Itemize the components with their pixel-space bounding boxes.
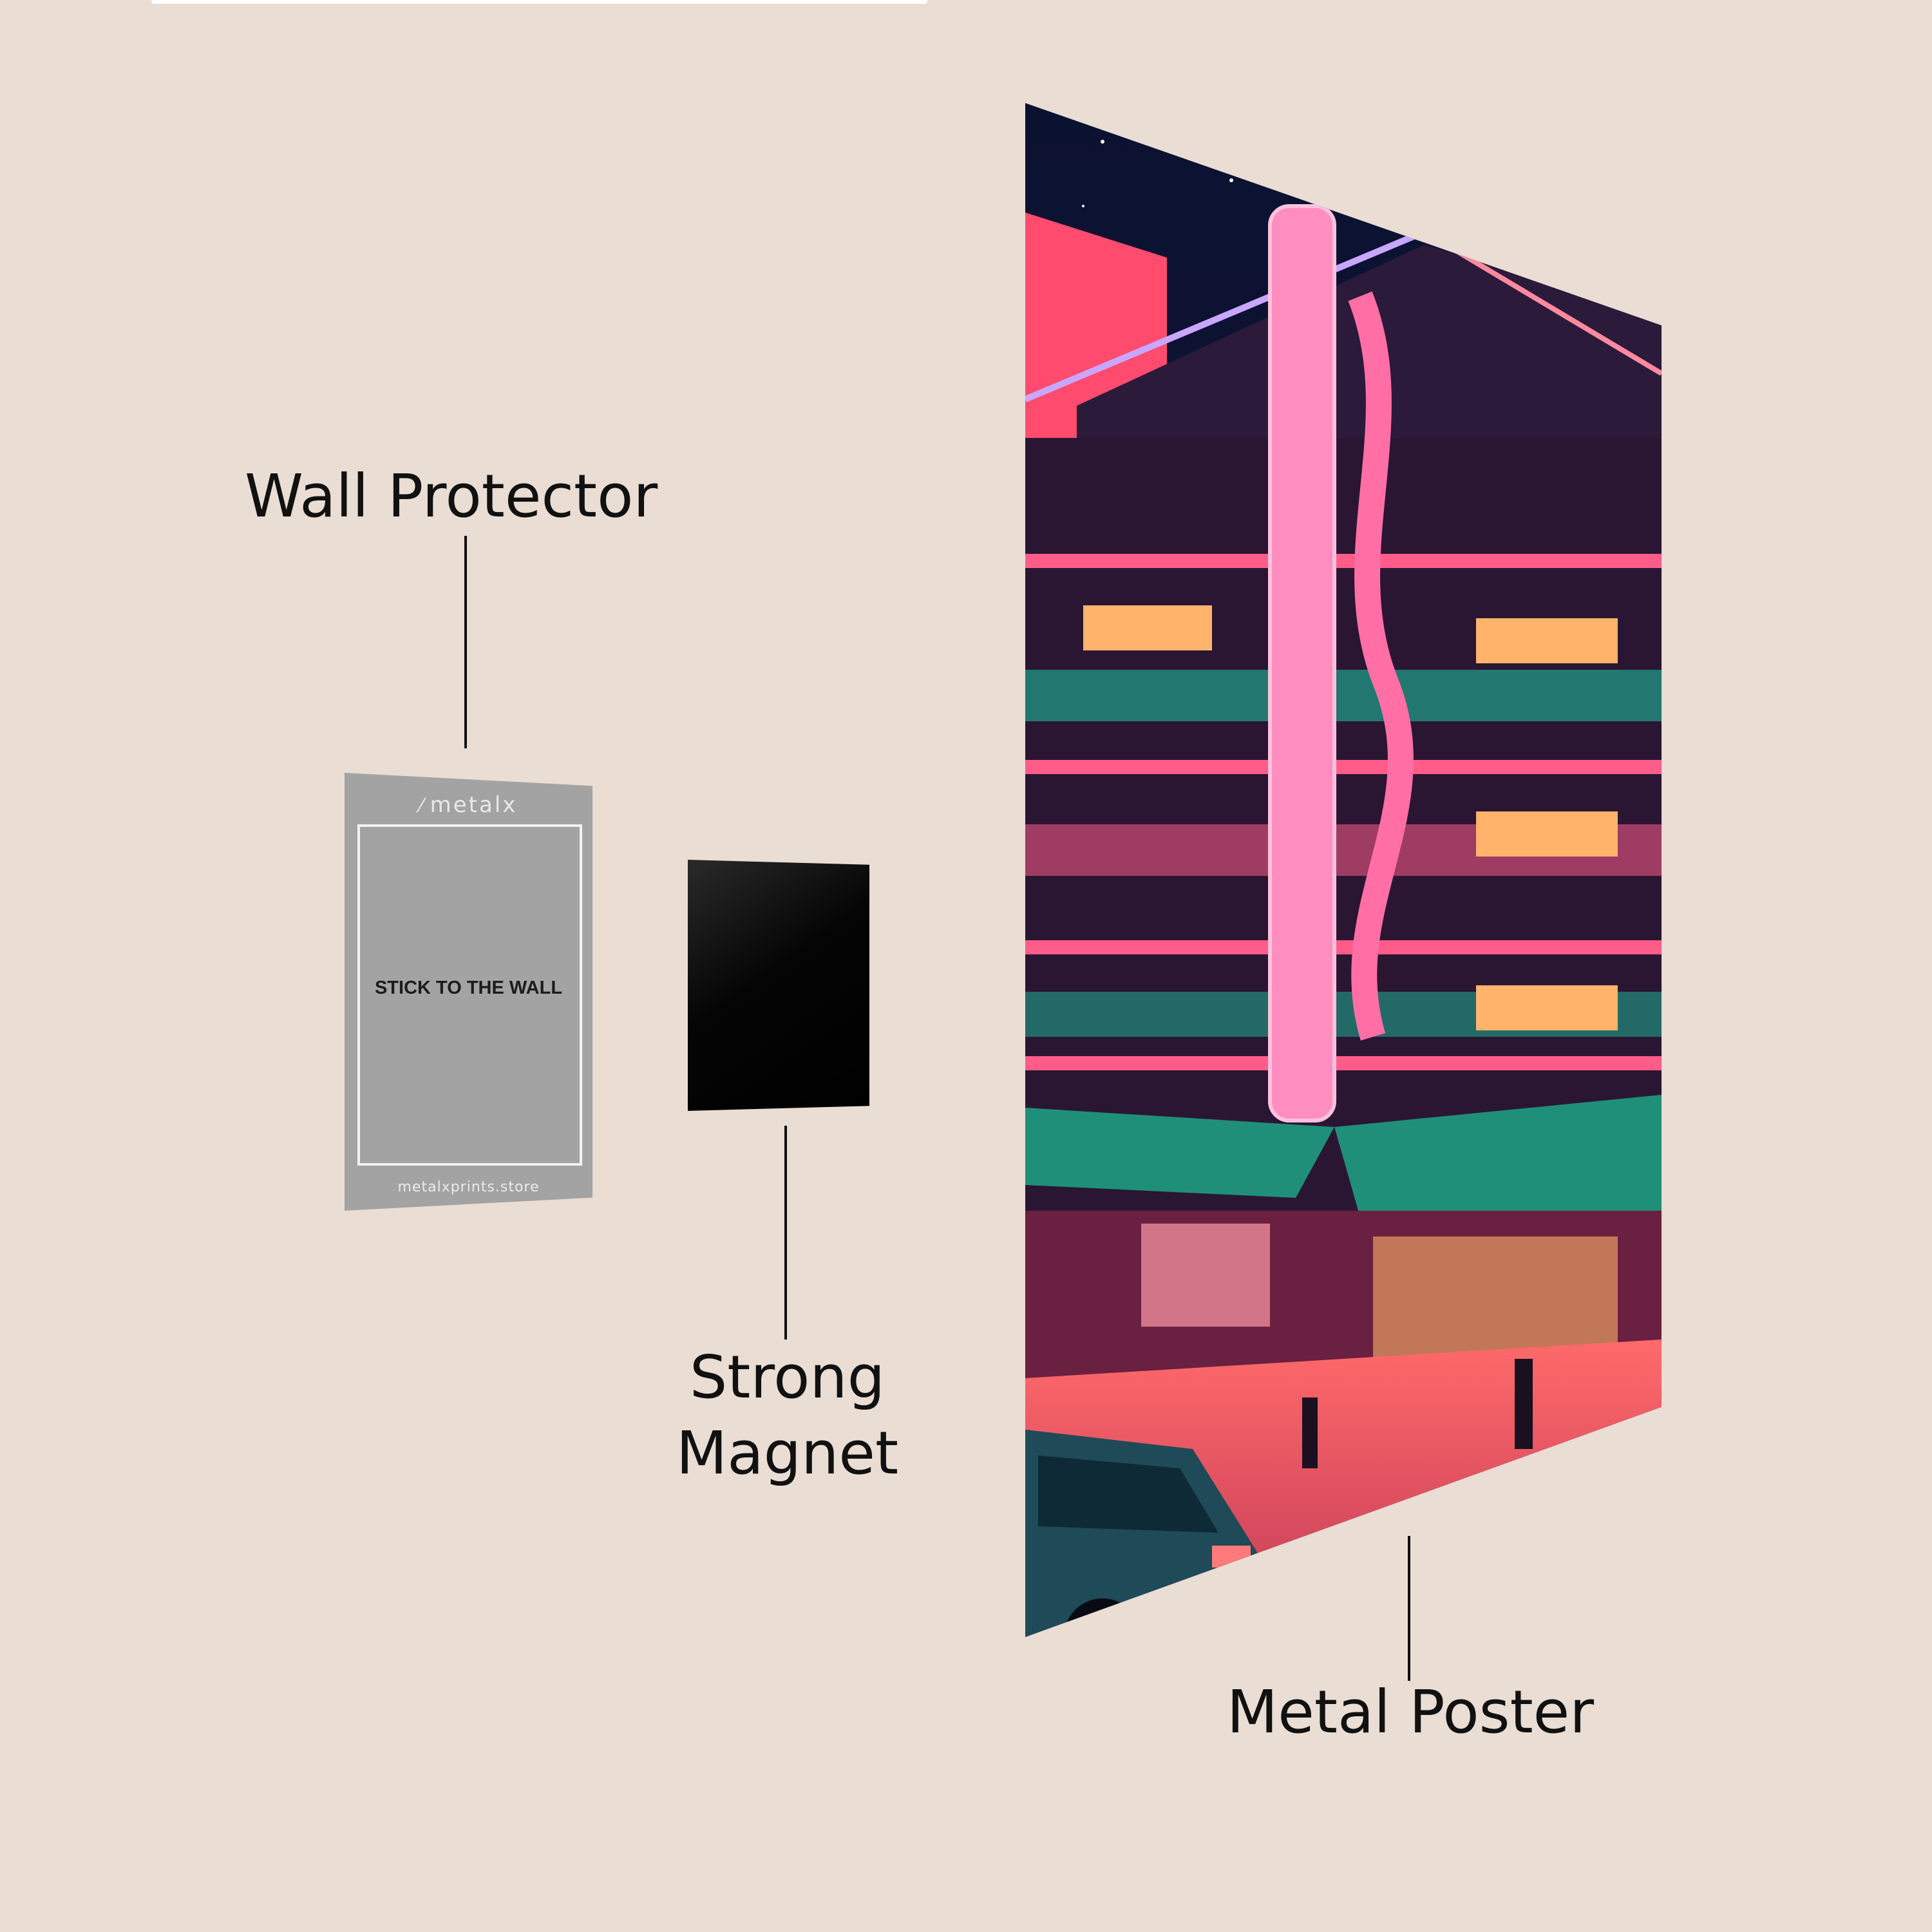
poster-vertical-sign	[1268, 204, 1336, 1122]
poster-floors	[1025, 554, 1662, 1070]
poster-green-awning-left	[1025, 1108, 1334, 1198]
top-edge-bar	[151, 0, 927, 4]
strong-magnet-label-line2: Magnet	[676, 1419, 899, 1488]
brand-name: metalx	[430, 792, 518, 818]
metalx-logo: ⁄metalx	[345, 792, 592, 818]
poster-artwork	[1025, 103, 1662, 1637]
stick-to-wall-text: STICK TO THE WALL	[374, 978, 563, 998]
protector-frame	[357, 824, 582, 1166]
strong-magnet-plate	[688, 860, 869, 1111]
magnet-leader-line	[784, 1126, 787, 1340]
strong-magnet-label-line1: Strong	[689, 1343, 886, 1412]
wall-protector-label: Wall Protector	[245, 462, 658, 531]
website-text: metalxprints.store	[397, 1179, 540, 1195]
wall-protector-plate: ⁄metalx STICK TO THE WALL metalxprints.s…	[345, 773, 592, 1211]
metalx-logo-icon: ⁄	[419, 795, 425, 817]
wall-protector-leader-line	[464, 536, 467, 748]
poster-green-awning-right	[1334, 1095, 1662, 1217]
metal-poster-leader-line	[1408, 1536, 1410, 1681]
poster-vines	[1348, 291, 1414, 1041]
metal-poster-label: Metal Poster	[1226, 1678, 1595, 1747]
metal-poster	[1025, 103, 1662, 1637]
poster-figure-1	[1302, 1397, 1318, 1468]
poster-figure-2	[1515, 1359, 1533, 1449]
strong-magnet-label: Strong Magnet	[663, 1340, 911, 1492]
